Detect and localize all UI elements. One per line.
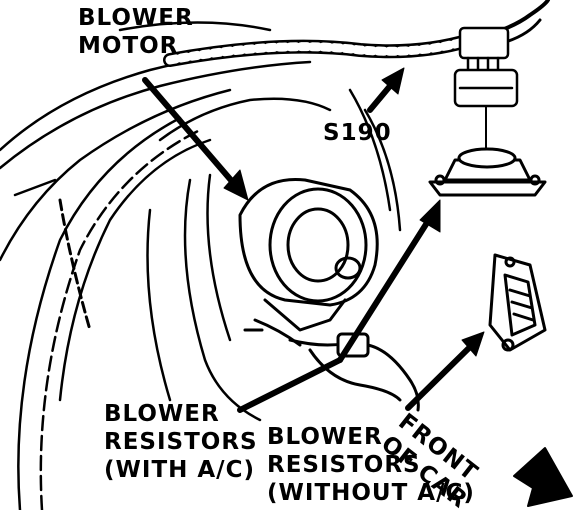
resistor-board-with-ac: [488, 253, 547, 352]
front-direction-arrow: [513, 447, 573, 507]
label-blower-motor-line-2: MOTOR: [78, 33, 179, 59]
blower-motor: [238, 177, 379, 347]
label-blower-motor-line-1: BLOWER: [78, 5, 194, 31]
label-resistors-without-ac: BLOWER RESISTORS (WITHOUT A/C): [267, 423, 475, 507]
label-with-ac-line-3: (WITH A/C): [104, 457, 255, 483]
label-splice-s190: S190: [323, 119, 392, 147]
label-with-ac-line-1: BLOWER: [104, 401, 220, 427]
label-resistors-with-ac: BLOWER RESISTORS (WITH A/C): [104, 400, 258, 484]
label-without-ac-line-1: BLOWER: [267, 424, 383, 450]
motor-connector: [243, 328, 420, 412]
label-blower-motor: BLOWER MOTOR: [78, 4, 194, 60]
harness-connector: [453, 26, 519, 151]
body-panel-lines: [0, 21, 402, 510]
label-with-ac-line-2: RESISTORS: [104, 429, 258, 455]
label-without-ac-line-2: RESISTORS: [267, 452, 421, 478]
arrow-heads: [223, 67, 485, 357]
label-without-ac-line-3: (WITHOUT A/C): [267, 480, 475, 506]
label-s190-text: S190: [323, 120, 392, 146]
resistor-block-without-ac: [428, 147, 547, 197]
